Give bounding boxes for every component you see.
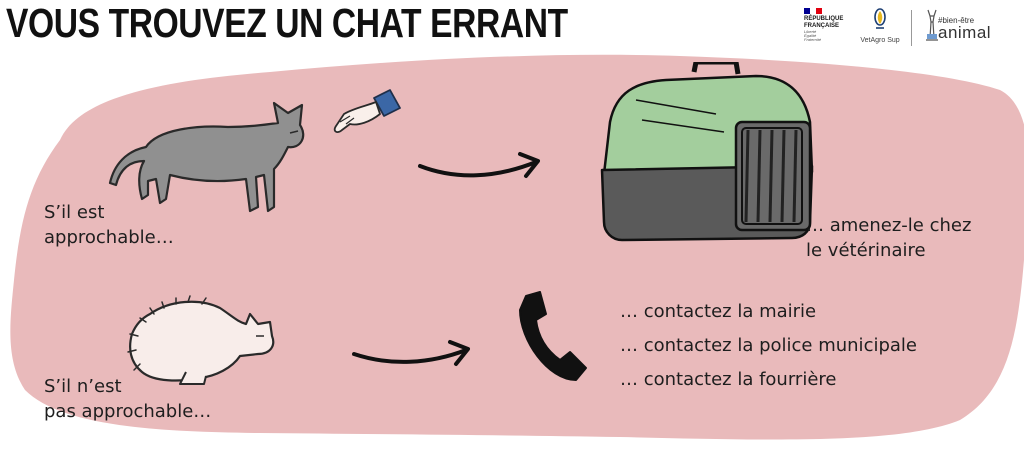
vetagro-label: VetAgro Sup (860, 37, 900, 44)
approachable-action-line1: … amenez-le chez (806, 215, 972, 236)
action-contact-fourriere: … contactez la fourrière (620, 369, 837, 390)
republique-francaise-logo: RÉPUBLIQUE FRANÇAISE Liberté Égalité Fra… (804, 8, 843, 42)
crouching-cat-icon (127, 295, 275, 385)
partner-logos: RÉPUBLIQUE FRANÇAISE Liberté Égalité Fra… (796, 6, 1018, 50)
bea-big-text: animal (938, 23, 992, 42)
approachable-action: … amenez-le chez le vétérinaire (806, 213, 971, 263)
approachable-condition-line2: approchable… (44, 227, 174, 248)
motto-line1: Liberté (804, 29, 817, 34)
not-approachable-condition-line2: pas approchable… (44, 401, 212, 422)
page-title: VOUS TROUVEZ UN CHAT ERRANT (6, 0, 568, 46)
action-contact-mairie: … contactez la mairie (620, 301, 817, 322)
arrow-icon (352, 340, 470, 366)
arrow-icon (418, 152, 540, 178)
bien-etre-animal-logo: #bien-être animal (924, 8, 991, 48)
french-flag-icon (804, 8, 822, 14)
bea-small-text: #bien-être (938, 16, 975, 25)
logo-separator (911, 10, 912, 46)
vetagro-emblem-icon (874, 8, 886, 29)
phone-icon (519, 291, 587, 381)
approachable-action-line2: le vétérinaire (806, 240, 926, 261)
approachable-condition: S’il est approchable… (44, 200, 174, 250)
motto-line3: Fraternité (804, 37, 822, 42)
not-approachable-condition: S’il n’est pas approchable… (44, 374, 211, 424)
grey-cat-icon (108, 101, 305, 213)
not-approachable-condition-line1: S’il n’est (44, 376, 122, 397)
approachable-condition-line1: S’il est (44, 202, 105, 223)
pet-carrier-icon (600, 62, 814, 242)
hand-icon (333, 89, 401, 133)
not-approachable-actions: … contactez la mairie … contactez la pol… (620, 295, 917, 397)
republique-line2: FRANÇAISE (804, 23, 840, 29)
action-contact-police: … contactez la police municipale (620, 335, 917, 356)
vetagro-logo: VetAgro Sup (858, 8, 902, 44)
motto-line2: Égalité (804, 33, 817, 38)
deer-figure-icon (926, 9, 938, 41)
republique-line1: RÉPUBLIQUE (804, 16, 844, 22)
